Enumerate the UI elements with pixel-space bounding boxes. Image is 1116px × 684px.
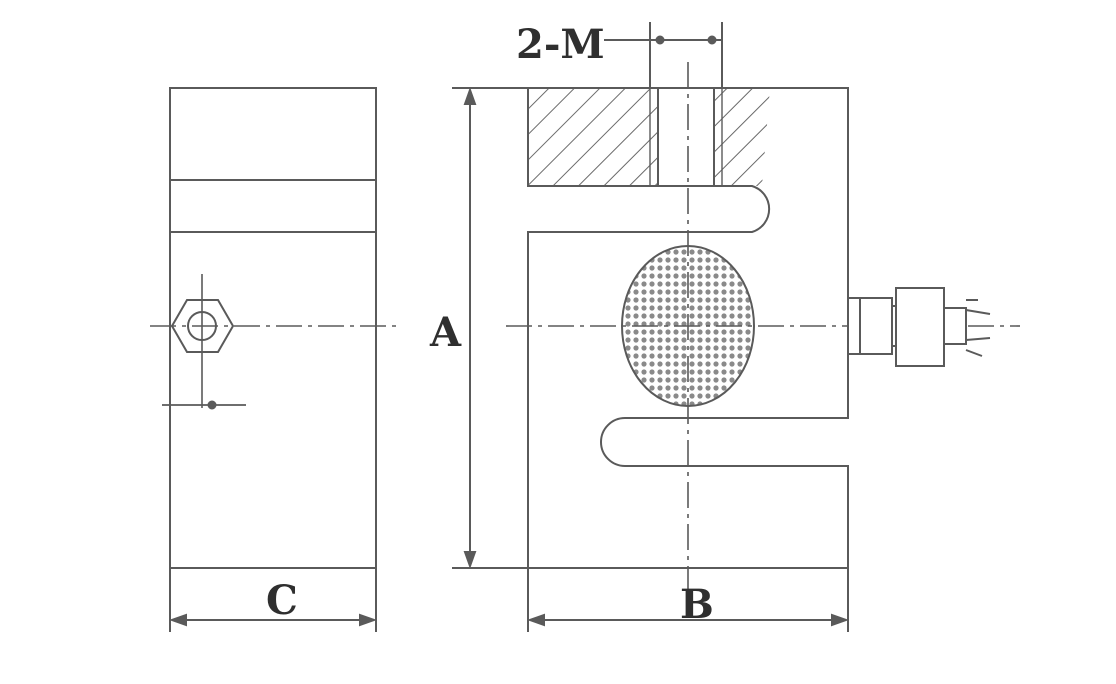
s-body-outline	[527, 87, 849, 569]
thread-bore	[658, 88, 714, 186]
cable-end-icon	[965, 299, 991, 357]
side-offset-dimension-dot	[207, 400, 217, 410]
side-view	[150, 87, 400, 632]
dimension-c-arrow-left	[169, 613, 187, 627]
cable-gland	[943, 307, 967, 345]
dimension-a-arrow-top	[463, 87, 477, 105]
label-dimension-b: B	[680, 581, 714, 628]
hex-nut-icon	[170, 299, 235, 353]
dimension-b-arrow-right	[831, 613, 849, 627]
front-view	[452, 22, 1020, 632]
dimension-b-arrow-left	[527, 613, 545, 627]
dimension-a-arrow-bottom	[463, 551, 477, 569]
connector-collar	[895, 287, 945, 367]
dimension-m-dot-right	[707, 35, 717, 45]
label-dimension-c: C	[266, 577, 298, 624]
hex-nut-bore	[187, 311, 217, 341]
side-body-outline	[169, 87, 377, 569]
dimension-c-arrow-right	[359, 613, 377, 627]
label-thread-2m: 2-M	[516, 21, 605, 68]
thread-section-hatch	[528, 88, 770, 186]
label-dimension-a: A	[429, 309, 462, 356]
dimension-m-dot-left	[655, 35, 665, 45]
connector-nut	[847, 297, 893, 355]
